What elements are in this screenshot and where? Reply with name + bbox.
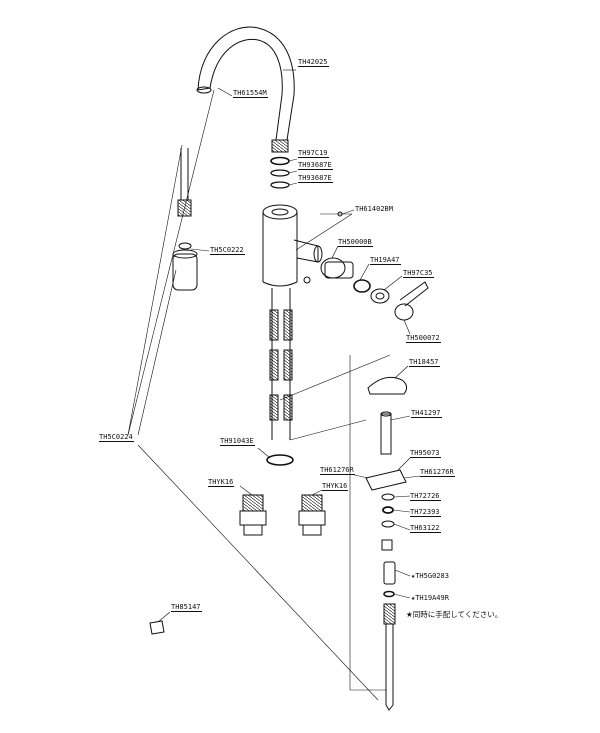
- part-label-TH97C19: TH97C19: [298, 149, 329, 158]
- part-label-TH93687E-2: TH93687E: [298, 174, 333, 183]
- part-label-TH95073: TH95073: [410, 449, 441, 458]
- hose-assembly-drawing: [172, 148, 198, 291]
- spout-drawing: [196, 26, 295, 153]
- part-label-TH5C0224: TH5C0224: [99, 433, 134, 442]
- part-label-THYK16-2: THYK16: [322, 482, 349, 491]
- part-label-TH61276R-1: TH61276R: [320, 466, 355, 475]
- part-label-TH5C0222: TH5C0222: [210, 246, 245, 255]
- part-label-TH50000B: TH50000B: [338, 238, 373, 247]
- part-label-TH85147: TH85147: [171, 603, 202, 612]
- diverter-stack-drawing: [365, 376, 408, 711]
- part-label-TH41297: TH41297: [411, 409, 442, 418]
- part-label-TH72726: TH72726: [410, 492, 441, 501]
- part-label-TH72393: TH72393: [410, 508, 441, 517]
- o-rings: [270, 156, 290, 189]
- cartridge-handle-drawing: [303, 211, 429, 321]
- part-label-TH91043E: TH91043E: [220, 437, 255, 446]
- part-label-TH42025: TH42025: [298, 58, 329, 67]
- cap-part-drawing: [149, 620, 165, 635]
- part-label-TH63122: TH63122: [410, 524, 441, 533]
- fitting-drawing-left: [239, 494, 267, 536]
- part-label-THYK16-1: THYK16: [208, 478, 235, 487]
- part-label-TH5G0283: ★TH5G0283: [411, 572, 449, 580]
- faucet-body-drawing: [262, 204, 323, 466]
- part-label-TH61276R-2: TH61276R: [420, 468, 455, 477]
- assembly-guide-lines: [127, 89, 391, 701]
- part-label-TH18457: TH18457: [409, 358, 440, 367]
- order-together-note: ★同時に手配してください。: [406, 610, 503, 619]
- part-label-TH19A47: TH19A47: [370, 256, 401, 265]
- part-label-TH61402BM: TH61402BM: [355, 205, 393, 213]
- part-label-TH97C35: TH97C35: [403, 269, 434, 278]
- fitting-drawing-right: [298, 494, 326, 536]
- part-label-TH500072: TH500072: [406, 334, 441, 343]
- leader-lines: [157, 69, 421, 623]
- part-label-TH19A49R: ★TH19A49R: [411, 594, 449, 602]
- part-label-TH93687E-1: TH93687E: [298, 161, 333, 170]
- part-label-TH61554M: TH61554M: [233, 89, 268, 98]
